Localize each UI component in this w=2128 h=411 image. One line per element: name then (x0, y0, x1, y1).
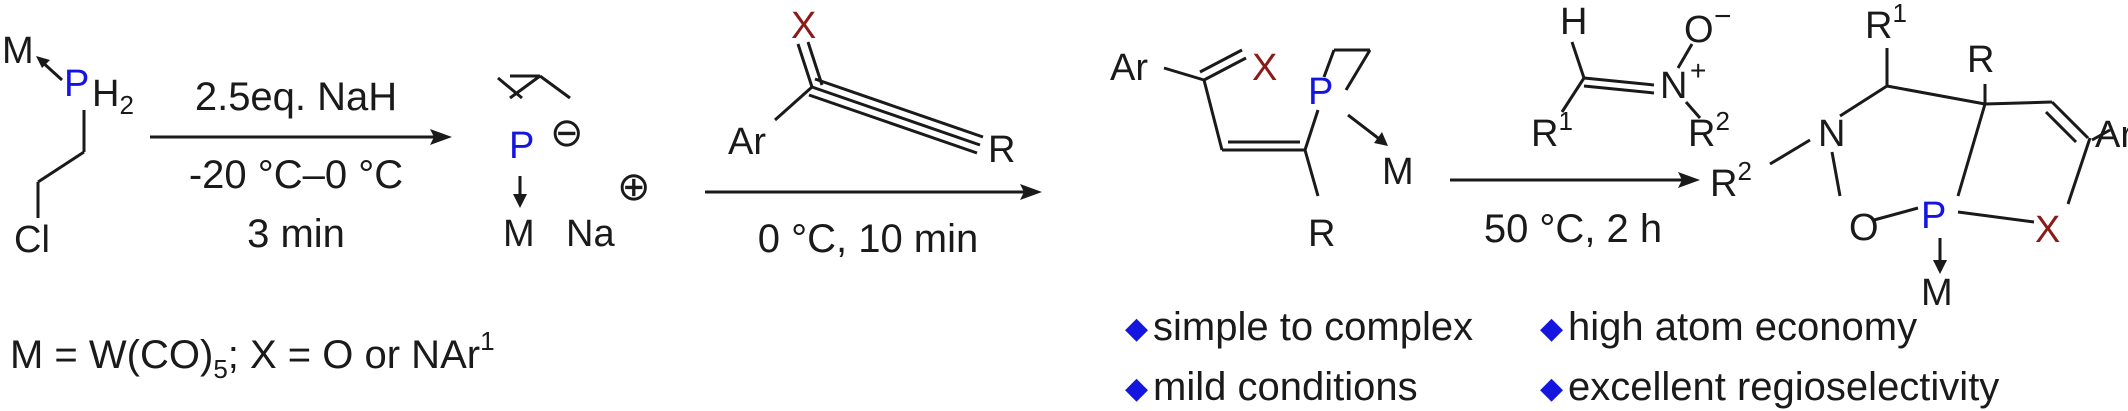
metal-label: M (2, 30, 34, 72)
product-x-atom: X (2035, 209, 2060, 251)
step1-time: 3 min (247, 212, 345, 256)
sodium-charge: ⊕ (617, 165, 651, 209)
chlorine-label: Cl (14, 219, 50, 261)
anion-metal-label: M (503, 213, 535, 255)
phosphorus-atom: P (64, 63, 89, 105)
step2-arrow: 0 °C, 10 min (705, 184, 1042, 261)
product-phosphorus: P (1921, 195, 1946, 237)
intermediate-aryl: Ar (1110, 47, 1148, 89)
legend-definitions: M = W(CO)5; X = O or NAr1 (10, 326, 495, 384)
diamond-bullet-icon: ◆ (1540, 312, 1563, 345)
feature-item: ◆ mild conditions (1125, 365, 1418, 409)
feature-text: high atom economy (1568, 305, 1917, 349)
feature-text: simple to complex (1153, 305, 1473, 349)
intermediate-x-atom: X (1252, 47, 1277, 89)
phosphiranide-anion: P M ⊖ Na ⊕ (497, 74, 651, 255)
diamond-bullet-icon: ◆ (1540, 372, 1563, 405)
nitrone-reagent: H O − N + R1 R2 (1531, 0, 1732, 155)
intermediate-dative-arrowhead (1374, 132, 1388, 146)
reagent-x-atom: X (791, 5, 816, 47)
dative-arrowhead (36, 56, 50, 68)
intermediate-r-group: R (1308, 213, 1335, 255)
diamond-bullet-icon: ◆ (1125, 372, 1148, 405)
step2-conditions: 0 °C, 10 min (758, 217, 979, 261)
step3-conditions: 50 °C, 2 h (1484, 207, 1662, 251)
feature-item: ◆ simple to complex (1125, 305, 1473, 349)
intermediate-metal-label: M (1382, 151, 1414, 193)
feature-item: ◆ excellent regioselectivity (1540, 365, 1999, 409)
step3-arrow: 50 °C, 2 h (1450, 172, 1700, 251)
feature-list: ◆ simple to complex ◆ high atom economy … (1125, 305, 1999, 409)
nitrone-oxygen: O (1684, 9, 1714, 51)
anion-phosphorus: P (509, 125, 534, 167)
nitrone-nitrogen: N (1660, 65, 1687, 107)
step1-temperature: -20 °C–0 °C (189, 153, 403, 197)
product-r-group: R (1967, 39, 1994, 81)
sodium-label: Na (566, 213, 615, 255)
ynone-reagent: X Ar R (728, 5, 1015, 171)
product-r2: R2 (1710, 156, 1752, 205)
product-dative-arrowhead (1933, 260, 1947, 274)
spiro-product: R1 R N R2 O P X Ar M (1710, 0, 2128, 314)
intermediate-phosphorus: P (1308, 71, 1333, 113)
step1-arrow: 2.5eq. NaH -20 °C–0 °C 3 min (150, 75, 452, 256)
nitrone-r1: R1 (1531, 106, 1573, 155)
nitrone-minus: − (1714, 0, 1732, 33)
step1-reagent: 2.5eq. NaH (195, 75, 397, 119)
nitrone-h: H (1560, 1, 1587, 43)
nitrone-plus: + (1690, 55, 1706, 86)
reagent-aryl: Ar (728, 121, 766, 163)
diamond-bullet-icon: ◆ (1125, 312, 1148, 345)
product-r1: R1 (1865, 0, 1907, 47)
anion-dative-arrowhead (513, 194, 527, 208)
h2-label: H2 (92, 73, 134, 120)
anion-charge: ⊖ (550, 111, 584, 155)
feature-text: mild conditions (1153, 365, 1418, 409)
starting-phosphine: M P H2 Cl (2, 30, 134, 261)
reagent-r-group: R (988, 129, 1015, 171)
nitrone-r2: R2 (1688, 106, 1730, 155)
feature-item: ◆ high atom economy (1540, 305, 1917, 349)
vinylphosphirane-intermediate: Ar X P M R (1110, 47, 1414, 255)
product-oxygen: O (1849, 207, 1879, 249)
product-nitrogen: N (1818, 113, 1845, 155)
feature-text: excellent regioselectivity (1568, 365, 1999, 409)
product-metal-label: M (1921, 272, 1953, 314)
